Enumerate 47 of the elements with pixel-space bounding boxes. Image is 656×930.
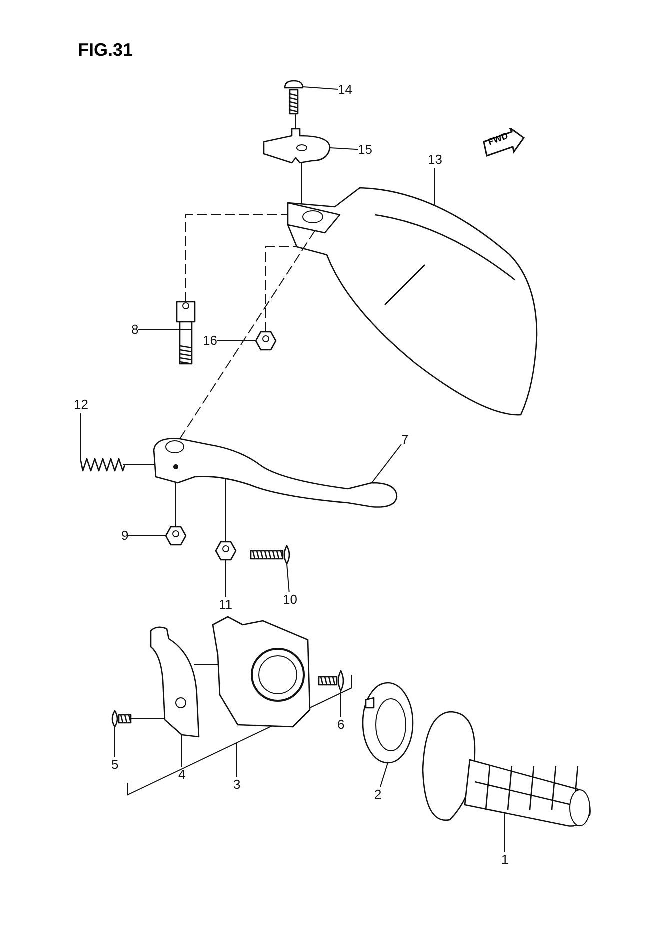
callout-number: 6: [338, 717, 345, 733]
callout-number: 3: [234, 777, 241, 793]
clamp: [262, 128, 332, 164]
callout-number: 16: [203, 333, 218, 349]
figure-title: FIG.31: [78, 40, 134, 61]
leader-line: [114, 726, 116, 758]
callout-number: 12: [74, 397, 88, 413]
nut: [165, 525, 187, 547]
leader-line: [330, 148, 358, 150]
leader-line: [504, 812, 506, 852]
leader-line: [372, 444, 402, 484]
leader-line: [434, 168, 436, 206]
callout-number: 7: [402, 432, 409, 448]
ring-plate: [360, 680, 415, 765]
callout-number: 13: [428, 152, 442, 168]
callout-number: 5: [112, 757, 119, 773]
assembly-line: [186, 214, 288, 302]
screw: [110, 710, 132, 728]
callout-number: 8: [132, 322, 139, 338]
callout-number: 15: [358, 142, 372, 158]
assembly-line: [122, 464, 156, 466]
assembly-line: [180, 230, 316, 440]
screw: [250, 545, 292, 565]
leader-line: [340, 690, 342, 718]
screw: [284, 80, 304, 116]
screw: [318, 670, 346, 692]
callout-number: 1: [502, 852, 509, 868]
leader-line: [302, 86, 338, 90]
callout-number: 9: [122, 528, 129, 544]
nut: [255, 330, 277, 352]
leader-line: [286, 564, 290, 592]
leader-line: [80, 412, 82, 462]
callout-number: 14: [338, 82, 352, 98]
callout-number: 11: [219, 597, 232, 613]
leader-line: [380, 762, 388, 788]
direction-text: FWD: [486, 130, 510, 148]
assembly-line: [130, 718, 166, 720]
callout-number: 4: [178, 767, 186, 783]
assembly-line: [194, 664, 220, 666]
spring: [80, 456, 125, 474]
nut: [215, 540, 237, 562]
bolt: [175, 300, 197, 366]
assembly-line: [266, 246, 298, 332]
leader-line: [236, 742, 238, 778]
leader-line: [216, 340, 256, 342]
callout-number: 10: [283, 592, 298, 608]
callout-number: 2: [374, 787, 382, 803]
